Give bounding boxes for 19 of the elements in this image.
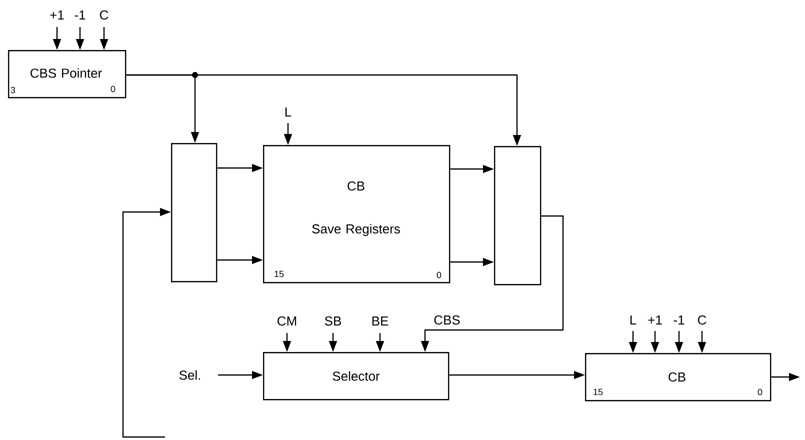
- register-box: CB 15 0: [585, 353, 772, 402]
- edge-label: BE: [370, 316, 390, 326]
- edge-label: +1: [646, 314, 664, 326]
- selector-box: Selector: [263, 352, 450, 400]
- edge-label: CM: [276, 315, 298, 327]
- edge-label: Sel.: [178, 369, 202, 381]
- multiplexer-box: [171, 143, 218, 282]
- register-box: CB Save Registers 15 0: [263, 145, 450, 284]
- edge-label: SB: [323, 315, 343, 327]
- multiplexer-box: [494, 146, 542, 286]
- edge-label: +1: [48, 10, 66, 20]
- edge-label: CBS: [432, 314, 462, 326]
- edge-label: C: [696, 314, 708, 326]
- edge-label: L: [628, 314, 638, 326]
- edge-label: C: [98, 9, 110, 21]
- register-box: CBS Pointer 3 0: [8, 50, 126, 98]
- edge-label: -1: [73, 10, 87, 20]
- edge-label: L: [283, 106, 293, 118]
- edge-label: -1: [672, 314, 686, 326]
